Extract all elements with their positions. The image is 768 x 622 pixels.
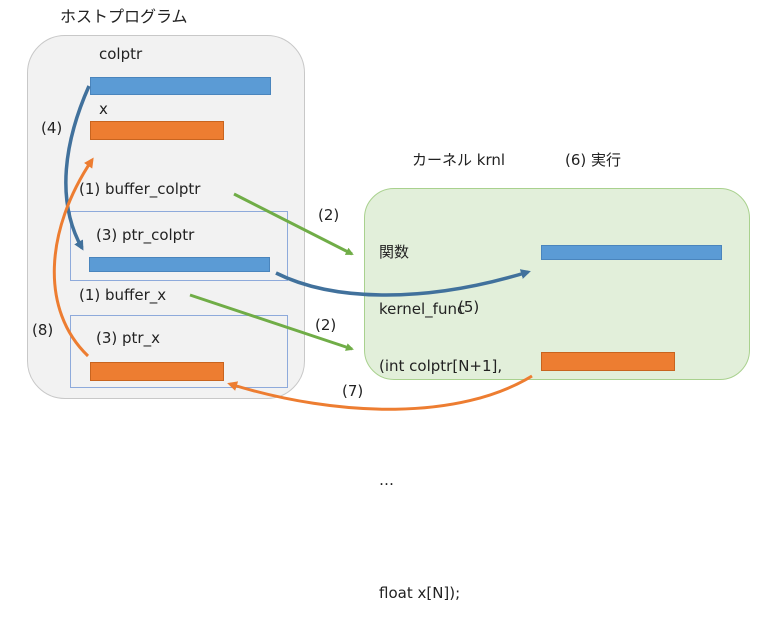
x-label: x xyxy=(99,100,108,118)
code-line xyxy=(379,414,502,433)
step-8-label: (8) xyxy=(32,321,54,339)
kernel-x-array xyxy=(541,352,675,371)
step-5-label: (5) xyxy=(458,298,480,316)
step-7-label: (7) xyxy=(342,382,364,400)
host-x-array xyxy=(90,121,224,140)
code-line: (int colptr[N+1], xyxy=(379,357,503,375)
ptr-x-label: (3) ptr_x xyxy=(96,329,160,347)
host-colptr-array xyxy=(90,77,271,95)
host-program-title: ホストプログラム xyxy=(60,7,188,26)
kernel-title: カーネル krnl xyxy=(412,151,506,169)
ptr-x-array xyxy=(90,362,224,381)
execute-label: (6) 実行 xyxy=(565,151,622,169)
step-2b-label: (2) xyxy=(315,316,337,334)
buffer-colptr-label: (1) buffer_colptr xyxy=(79,180,201,198)
code-line: 関数 xyxy=(379,243,410,261)
kernel-colptr-array xyxy=(541,245,722,260)
code-line xyxy=(379,528,502,547)
ptr-colptr-array xyxy=(89,257,270,272)
code-line: … xyxy=(379,471,394,489)
buffer-x-label: (1) buffer_x xyxy=(79,286,167,304)
code-line: kernel_func xyxy=(379,300,466,318)
code-line: float x[N]); xyxy=(379,584,461,602)
colptr-label: colptr xyxy=(99,45,143,63)
ptr-colptr-label: (3) ptr_colptr xyxy=(96,226,195,244)
kernel-function-signature: 関数 kernel_func (int colptr[N+1], … float… xyxy=(379,205,502,622)
step-4-label: (4) xyxy=(41,119,63,137)
step-2a-label: (2) xyxy=(318,206,340,224)
